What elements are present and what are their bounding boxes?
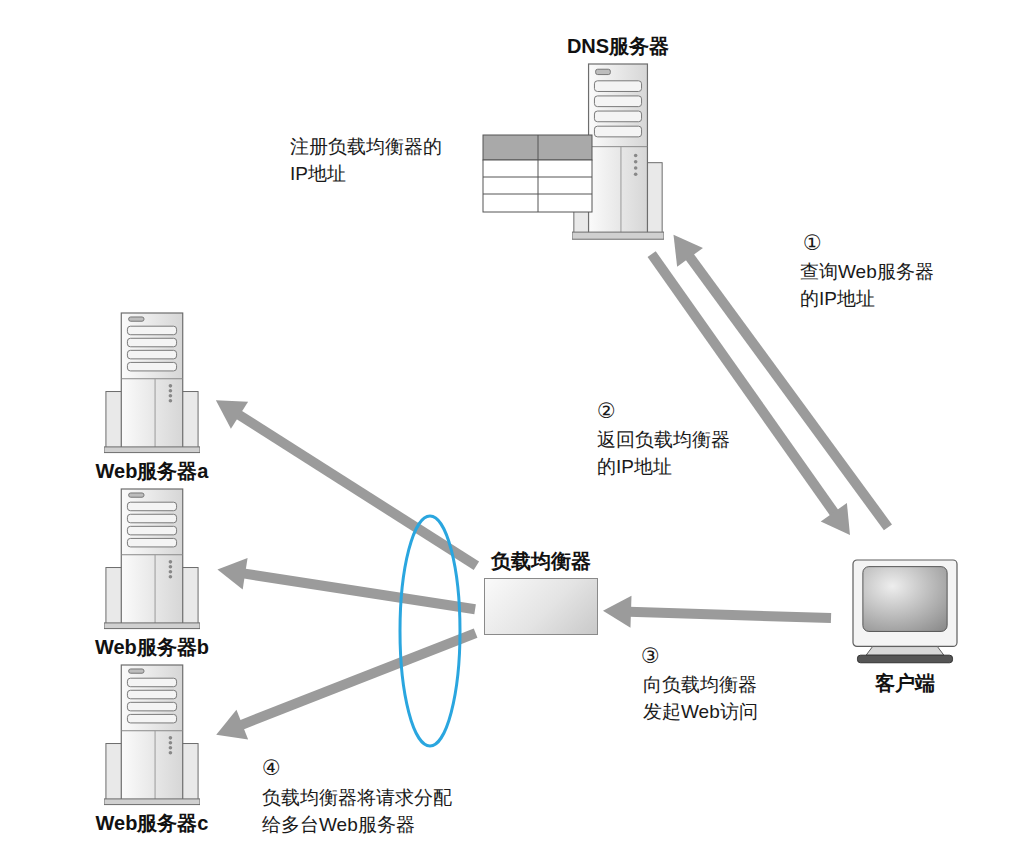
drive-bay	[594, 126, 641, 137]
node-label: 客户端	[851, 670, 959, 696]
arrow-head	[674, 235, 703, 267]
server-foot	[104, 799, 200, 805]
arrow-shaft	[238, 414, 477, 566]
monitor-screen	[863, 567, 947, 632]
server-divider	[155, 555, 156, 625]
server-node: Web服务器b	[91, 488, 214, 660]
flow-arrow	[216, 400, 477, 566]
server-body	[121, 489, 182, 625]
drive-bay	[127, 514, 176, 523]
monitor-icon	[851, 558, 959, 666]
arrow-head	[216, 400, 248, 429]
arrow-head	[821, 503, 850, 535]
load-balancer-box	[484, 578, 598, 635]
edge-label: 查询Web服务器 的IP地址	[800, 258, 937, 312]
led-dot	[169, 575, 173, 579]
led-dot	[169, 741, 173, 745]
drive-bay	[127, 526, 176, 535]
arrow-head	[603, 596, 631, 628]
table-col-line	[538, 135, 539, 212]
led-dot	[169, 394, 173, 398]
server-slot	[129, 669, 144, 673]
server-divider	[589, 146, 648, 147]
led-dot	[634, 172, 638, 176]
led-dot	[634, 160, 638, 164]
led-dot	[169, 570, 173, 574]
drive-bay	[127, 702, 176, 711]
edge-label: 向负载均衡器 发起Web访问	[643, 671, 761, 725]
node-label: DNS服务器	[563, 33, 674, 59]
monitor-base	[857, 655, 952, 663]
server-slot	[129, 493, 144, 497]
annotation-text: 注册负载均衡器的 IP地址	[290, 133, 445, 187]
arrow-shaft	[243, 573, 475, 609]
server-divider	[620, 147, 621, 234]
server-foot	[572, 232, 664, 239]
drive-bay	[127, 538, 176, 547]
drive-bay	[127, 362, 176, 371]
led-dot	[634, 166, 638, 170]
led-dot	[634, 154, 638, 158]
drive-bay	[594, 81, 641, 92]
drive-bay	[127, 326, 176, 335]
drive-bay	[127, 714, 176, 723]
server-node: Web服务器c	[92, 664, 213, 836]
led-dot	[169, 560, 173, 564]
callout-number: ②	[597, 398, 616, 424]
server-divider	[155, 379, 156, 449]
arrow-shaft	[629, 612, 831, 618]
group-ellipse	[400, 516, 460, 746]
drive-bay	[594, 111, 641, 122]
server-divider	[121, 554, 182, 555]
ip-table	[483, 135, 592, 212]
server-icon	[104, 488, 200, 630]
led-dot	[169, 736, 173, 740]
server-divider	[155, 731, 156, 801]
node-label: Web服务器a	[92, 458, 213, 484]
monitor-frame	[853, 560, 957, 646]
arrow-head	[217, 558, 247, 590]
monitor-stand	[866, 647, 944, 656]
led-dot	[169, 384, 173, 388]
callout-number: ④	[262, 755, 281, 781]
led-dot	[169, 399, 173, 403]
arrow-shaft	[240, 633, 475, 725]
server-node: Web服务器a	[92, 312, 213, 484]
node-label: 负载均衡器	[484, 548, 598, 574]
server-divider	[121, 730, 182, 731]
drive-bay	[127, 690, 176, 699]
server-foot	[104, 623, 200, 629]
server-slot	[596, 69, 611, 74]
led-dot	[169, 751, 173, 755]
drive-bay	[594, 96, 641, 107]
server-icon	[104, 312, 200, 454]
drive-bay	[127, 502, 176, 511]
server-body	[589, 64, 648, 235]
server-slot	[129, 317, 144, 321]
server-icon	[104, 664, 200, 806]
drive-bay	[127, 350, 176, 359]
led-dot	[169, 389, 173, 393]
led-dot	[169, 565, 173, 569]
drive-bay	[127, 338, 176, 347]
drive-bay	[127, 678, 176, 687]
load-balancer-node: 负载均衡器	[484, 548, 598, 635]
arrow-head	[216, 710, 248, 740]
flow-arrow	[217, 558, 475, 609]
flow-arrow	[603, 596, 831, 628]
annotation-text: 负载均衡器将请求分配 给多台Web服务器	[262, 784, 455, 838]
node-label: Web服务器c	[92, 810, 213, 836]
server-divider	[121, 378, 182, 379]
node-label: Web服务器b	[91, 634, 214, 660]
flow-arrow	[216, 633, 475, 739]
server-foot	[104, 447, 200, 453]
led-dot	[169, 746, 173, 750]
server-body	[121, 665, 182, 801]
edge-label: 返回负载均衡器 的IP地址	[597, 426, 733, 480]
client-node: 客户端	[851, 558, 959, 696]
callout-number: ③	[641, 643, 660, 669]
callout-number: ①	[803, 230, 822, 256]
server-body	[121, 313, 182, 449]
